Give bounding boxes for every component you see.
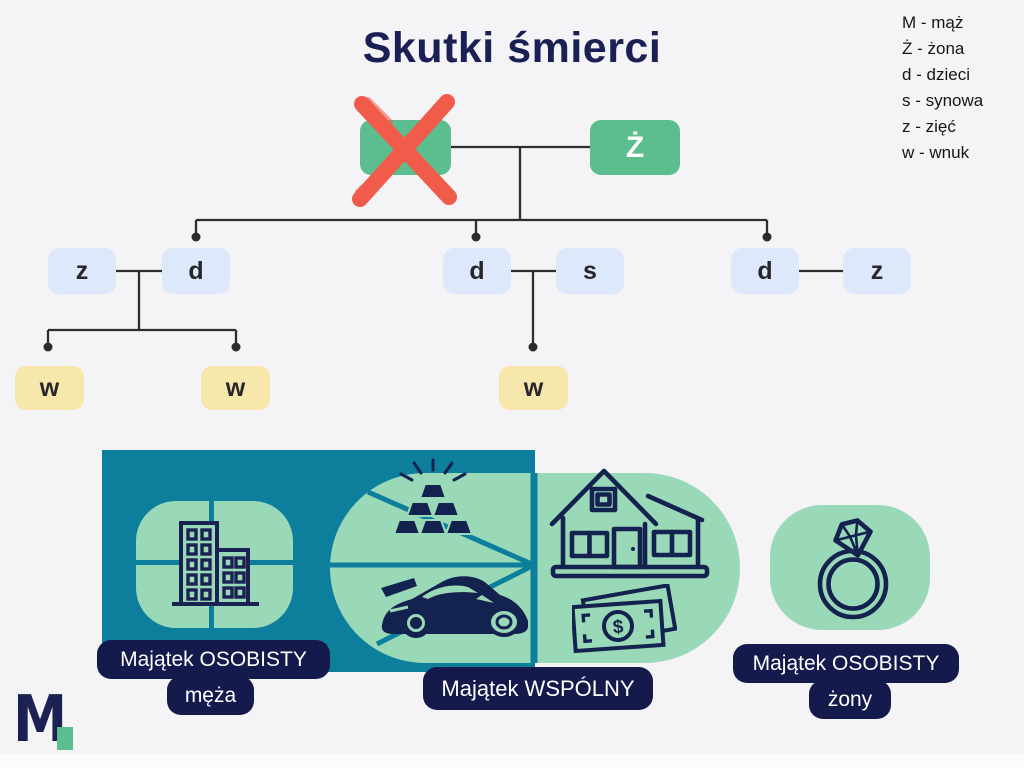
grandchild-box-3: w bbox=[499, 366, 568, 410]
wife-box: Ż bbox=[590, 120, 680, 175]
tree-box-z-left: z bbox=[48, 248, 116, 294]
legend-item-m: M - mąż bbox=[902, 13, 964, 32]
tree-box-d-left: d bbox=[162, 248, 230, 294]
tree-box-d-right: d bbox=[731, 248, 799, 294]
grandchild-box-2: w bbox=[201, 366, 270, 410]
tree-box-z-right: z bbox=[843, 248, 911, 294]
husband-property-label-line2: męża bbox=[167, 676, 254, 715]
apartment-buildings-icon bbox=[172, 521, 259, 606]
sports-car-icon bbox=[381, 576, 528, 638]
svg-text:$: $ bbox=[612, 617, 624, 639]
diamond-ring-icon bbox=[817, 518, 889, 620]
page-title: Skutki śmierci bbox=[362, 24, 662, 72]
legend-item-z-soninlaw: z - zięć bbox=[902, 117, 956, 136]
wife-property-label-line1: Majątek OSOBISTY bbox=[733, 644, 959, 683]
house-icon bbox=[549, 468, 710, 579]
legend-item-z-wife: Ż - żona bbox=[902, 39, 965, 58]
husband-property-label-line1: Majątek OSOBISTY bbox=[97, 640, 330, 679]
tree-box-d-mid: d bbox=[443, 248, 511, 294]
legend: M - mąż Ż - żona d - dzieci s - synowa z… bbox=[902, 10, 983, 166]
logo-green-block bbox=[57, 727, 73, 750]
legend-item-d: d - dzieci bbox=[902, 65, 971, 84]
legend-item-w: w - wnuk bbox=[902, 143, 970, 162]
wife-property-label-line2: żony bbox=[809, 680, 891, 719]
gold-bars-icon bbox=[392, 458, 474, 535]
grandchild-box-1: w bbox=[15, 366, 84, 410]
legend-item-s: s - synowa bbox=[902, 91, 984, 110]
money-banknotes-icon: $ bbox=[572, 584, 677, 654]
red-cross-x-icon bbox=[352, 94, 457, 207]
bottom-strip bbox=[0, 754, 1024, 768]
joint-property-label: Majątek WSPÓLNY bbox=[423, 667, 653, 710]
tree-box-s-mid: s bbox=[556, 248, 624, 294]
